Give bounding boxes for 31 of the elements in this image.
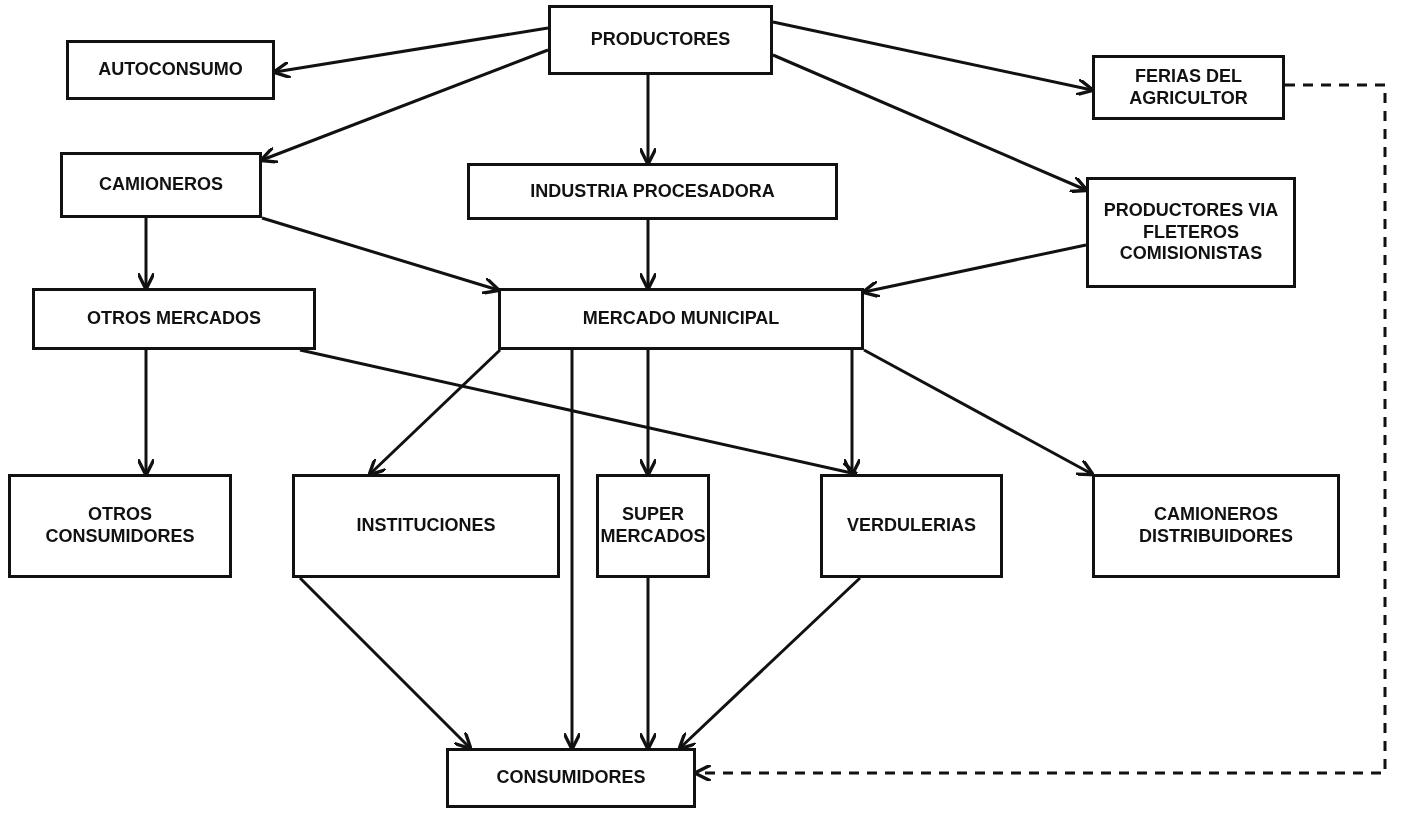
node-label: CAMIONEROS — [98, 174, 224, 196]
node-label: PRODUCTORES VIA FLETEROS COMISIONISTAS — [1102, 200, 1280, 265]
node-label: VERDULERIAS — [846, 515, 977, 537]
node-label: INDUSTRIA PROCESADORA — [529, 180, 776, 203]
node-label: PRODUCTORES — [589, 29, 732, 51]
process-box — [1086, 177, 1296, 288]
process-box — [498, 288, 864, 350]
process-box — [292, 474, 560, 578]
process-box — [467, 163, 838, 220]
process-box — [548, 5, 773, 75]
process-box — [446, 748, 696, 808]
node-label: OTROS CONSUMIDORES — [44, 504, 196, 548]
node-label: SUPER MERCADOS — [599, 504, 707, 548]
process-box — [8, 474, 232, 578]
arrow — [861, 243, 1087, 299]
node-label: AUTOCONSUMO — [97, 59, 244, 81]
node-label: OTROS MERCADOS — [86, 308, 262, 330]
node-label: CONSUMIDORES — [495, 767, 647, 789]
node-label: INSTITUCIONES — [355, 515, 497, 537]
arrow — [261, 216, 501, 296]
process-box — [60, 152, 262, 218]
node-label: FERIAS DEL AGRICULTOR — [1128, 65, 1249, 110]
arrow — [863, 348, 1095, 477]
process-box — [32, 288, 316, 350]
process-box — [820, 474, 1003, 578]
node-label: CAMIONEROS DISTRIBUIDORES — [1138, 504, 1294, 548]
node-label: MERCADO MUNICIPAL — [581, 308, 781, 330]
process-box — [1092, 55, 1285, 120]
process-box — [66, 40, 275, 100]
process-box — [596, 474, 710, 578]
process-box — [1092, 474, 1340, 578]
